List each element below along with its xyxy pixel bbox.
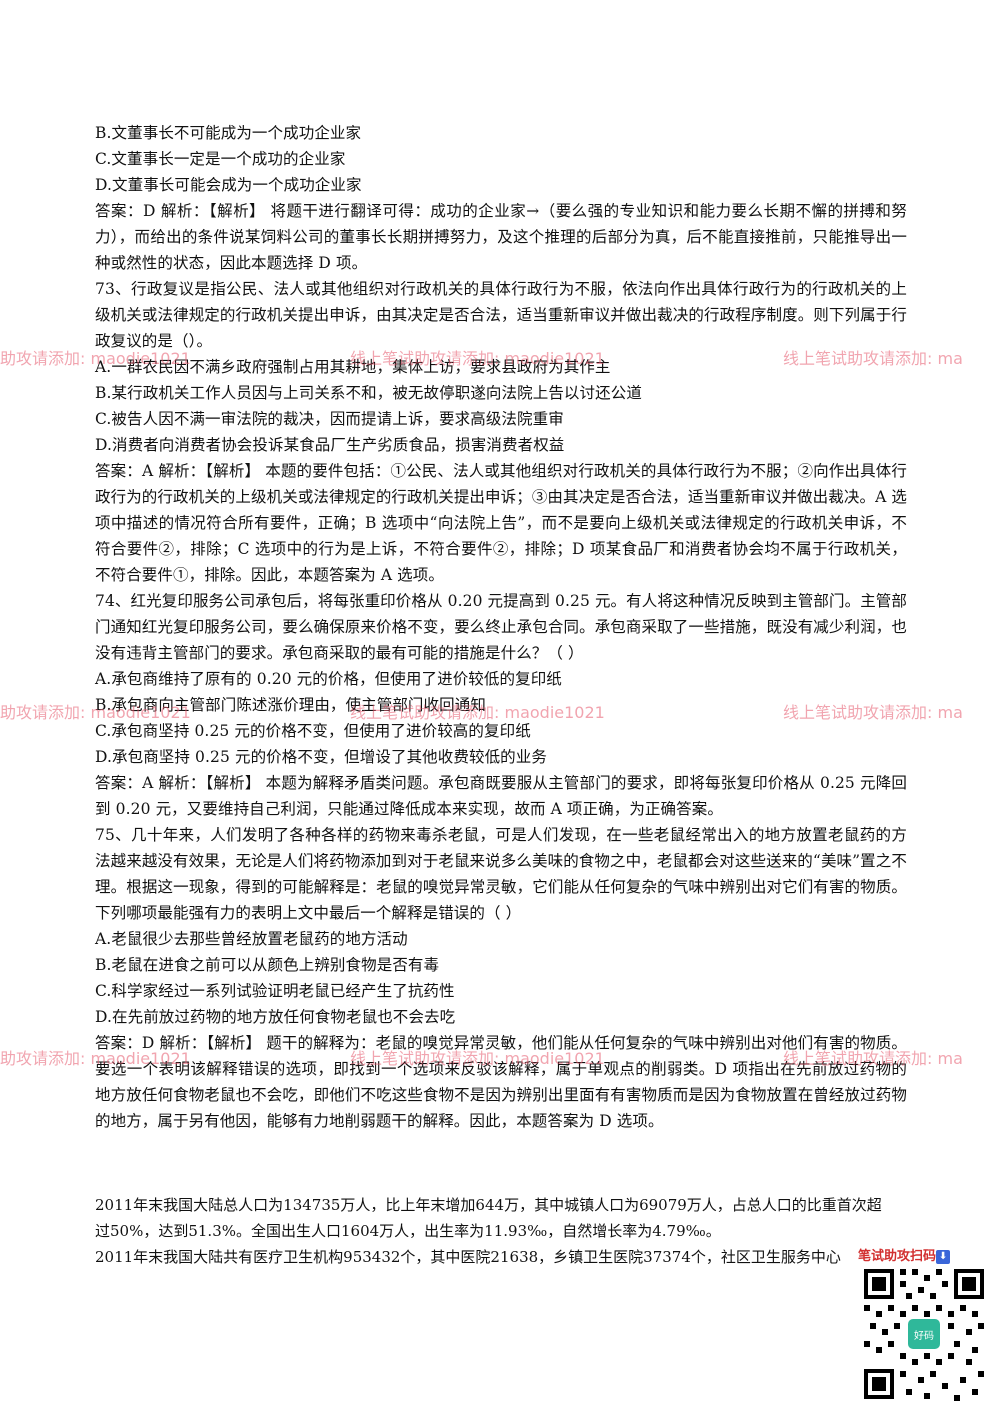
- option-c-72: C.文董事长一定是一个成功的企业家: [95, 150, 346, 168]
- option-d-72: D.文董事长可能会成为一个成功企业家: [95, 176, 362, 194]
- option-b-74: B.承包商向主管部门陈述涨价理由，使主管部门收回通知: [95, 696, 486, 714]
- question-74: 74、红光复印服务公司承包后，将每张重印价格从 0.20 元提高到 0.25 元…: [95, 592, 907, 662]
- qr-title: 笔试助攻扫码⬇: [858, 1245, 990, 1265]
- option-a-73: A.一群农民因不满乡政府强制占用其耕地，集体上访，要求县政府为其作主: [95, 358, 611, 376]
- question-content: B.文董事长不可能成为一个成功企业家 C.文董事长一定是一个成功的企业家 D.文…: [95, 120, 907, 1134]
- option-b-73: B.某行政机关工作人员因与上司关系不和，被无故停职遂向法院上告以讨还公道: [95, 384, 642, 402]
- option-d-74: D.承包商坚持 0.25 元的价格不变，但增设了其他收费较低的业务: [95, 748, 547, 766]
- statistics-passage: 2011年末我国大陆总人口为134735万人，比上年末增加644万，其中城镇人口…: [95, 1192, 885, 1270]
- option-c-73: C.被告人因不满一审法院的裁决，因而提请上诉，要求高级法院重审: [95, 410, 564, 428]
- qr-code-widget[interactable]: 笔试助攻扫码⬇: [858, 1245, 990, 1405]
- option-c-75: C.科学家经过一系列试验证明老鼠已经产生了抗药性: [95, 982, 455, 1000]
- qr-title-text: 笔试助攻扫码: [858, 1249, 937, 1264]
- stats-paragraph-population: 2011年末我国大陆总人口为134735万人，比上年末增加644万，其中城镇人口…: [95, 1196, 882, 1240]
- answer-73: 答案：A 解析：【解析】 本题的要件包括：①公民、法人或其他组织对行政机关的具体…: [95, 462, 907, 584]
- qr-center-label: 好码: [914, 1330, 934, 1342]
- question-73: 73、行政复议是指公民、法人或其他组织对行政机关的具体行政行为不服，依法向作出具…: [95, 280, 907, 350]
- option-d-75: D.在先前放过药物的地方放任何食物老鼠也不会去吃: [95, 1008, 456, 1026]
- qr-code-icon: 好码: [862, 1267, 986, 1401]
- option-d-73: D.消费者向消费者协会投诉某食品厂生产劣质食品，损害消费者权益: [95, 436, 565, 454]
- answer-75: 答案：D 解析：【解析】 题干的解释为：老鼠的嗅觉异常灵敏，他们能从任何复杂的气…: [95, 1034, 907, 1130]
- option-a-74: A.承包商维持了原有的 0.20 元的价格，但使用了进价较低的复印纸: [95, 670, 562, 688]
- stats-paragraph-medical: 2011年末我国大陆共有医疗卫生机构953432个，其中医院21638，乡镇卫生…: [95, 1248, 841, 1266]
- option-b-72: B.文董事长不可能成为一个成功企业家: [95, 124, 362, 142]
- question-75: 75、几十年来，人们发明了各种各样的药物来毒杀老鼠，可是人们发现，在一些老鼠经常…: [95, 826, 907, 922]
- answer-74: 答案：A 解析：【解析】 本题为解释矛盾类问题。承包商既要服从主管部门的要求，即…: [95, 774, 907, 818]
- option-b-75: B.老鼠在进食之前可以从颜色上辨别食物是否有毒: [95, 956, 440, 974]
- arrow-down-icon: ⬇: [936, 1249, 951, 1264]
- option-c-74: C.承包商坚持 0.25 元的价格不变，但使用了进价较高的复印纸: [95, 722, 531, 740]
- option-a-75: A.老鼠很少去那些曾经放置老鼠药的地方活动: [95, 930, 408, 948]
- answer-72: 答案：D 解析：【解析】 将题干进行翻译可得：成功的企业家→（要么强的专业知识和…: [95, 202, 907, 272]
